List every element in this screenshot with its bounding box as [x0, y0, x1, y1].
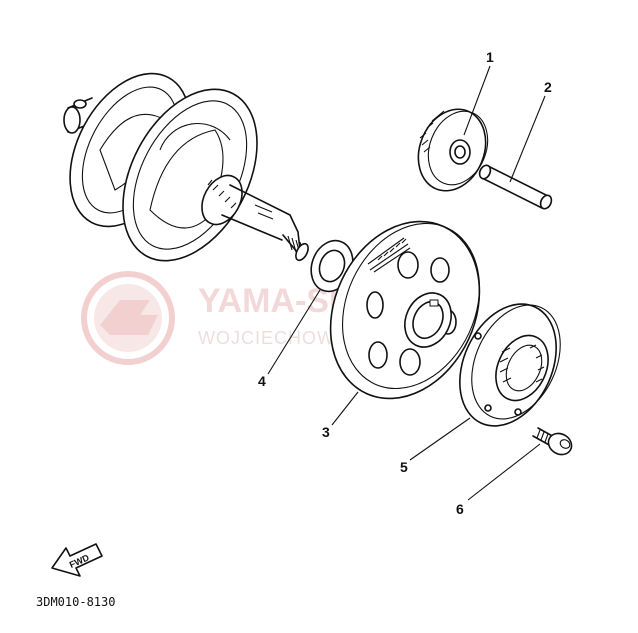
- callout-3: 3: [322, 424, 330, 440]
- callout-5: 5: [400, 459, 408, 475]
- callout-6: 6: [456, 501, 464, 517]
- part-6-bolt: [532, 427, 573, 456]
- part-1-idler-gear: [417, 108, 489, 192]
- callout-numbers: 1 2 3 4 5 6: [258, 49, 552, 517]
- watermark-location: WOJCIECHOWSCZ: [198, 328, 374, 348]
- callout-2: 2: [544, 79, 552, 95]
- callout-4: 4: [258, 373, 266, 389]
- part-4-washer: [310, 239, 354, 293]
- fwd-arrow-icon: FWD: [51, 543, 103, 577]
- callout-1: 1: [486, 49, 494, 65]
- crankshaft: [63, 72, 309, 262]
- diagram-code: 3DM010-8130: [36, 595, 115, 609]
- part-3-starter-wheel-gear: [329, 220, 481, 400]
- part-2-shaft: [478, 164, 553, 210]
- part-5-starter-clutch: [459, 303, 561, 427]
- leader-lines: [267, 65, 546, 501]
- watermark-logo-icon: [81, 271, 175, 365]
